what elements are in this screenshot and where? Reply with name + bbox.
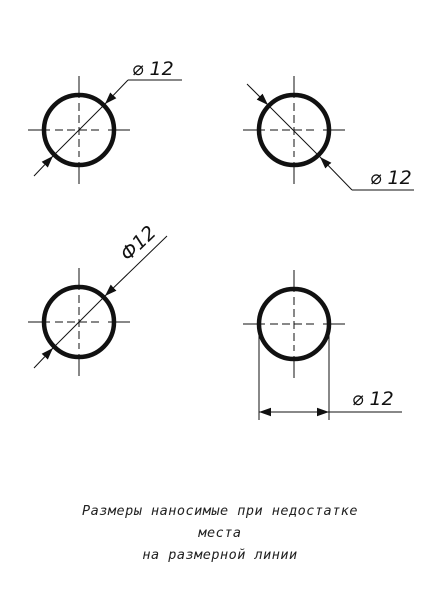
dimension-line [246, 83, 269, 106]
caption-line-1: Размеры наносимые при недостатке [81, 503, 359, 519]
figure-1: ⌀ 12 [28, 58, 182, 184]
figure-caption: Размеры наносимые при недостатке места н… [0, 500, 440, 566]
figure-4: ⌀ 12 [243, 270, 402, 420]
figure-2: ⌀ 12 [243, 76, 414, 191]
dimension-line [319, 156, 353, 191]
dimension-label: ⌀ 12 [370, 167, 412, 189]
dimension-line [267, 104, 321, 158]
circle-outline [41, 284, 117, 360]
circle-outline [256, 286, 332, 362]
dimension-label: ⌀ 12 [132, 58, 174, 80]
dimension-line [52, 103, 106, 157]
circle-outline [256, 92, 332, 168]
dimension-line [33, 347, 54, 369]
circle-outline [41, 92, 117, 168]
dimension-label: ⌀ 12 [352, 388, 394, 410]
dimension-label: Ф12 [116, 222, 160, 266]
caption-line-2: места [198, 525, 242, 541]
caption-line-3: на размерной линии [142, 547, 298, 563]
dimension-line [52, 295, 106, 349]
figure-3: Ф12 [28, 222, 168, 376]
dimension-line [104, 235, 168, 297]
dimension-line [104, 79, 129, 105]
dimension-line [33, 155, 54, 177]
